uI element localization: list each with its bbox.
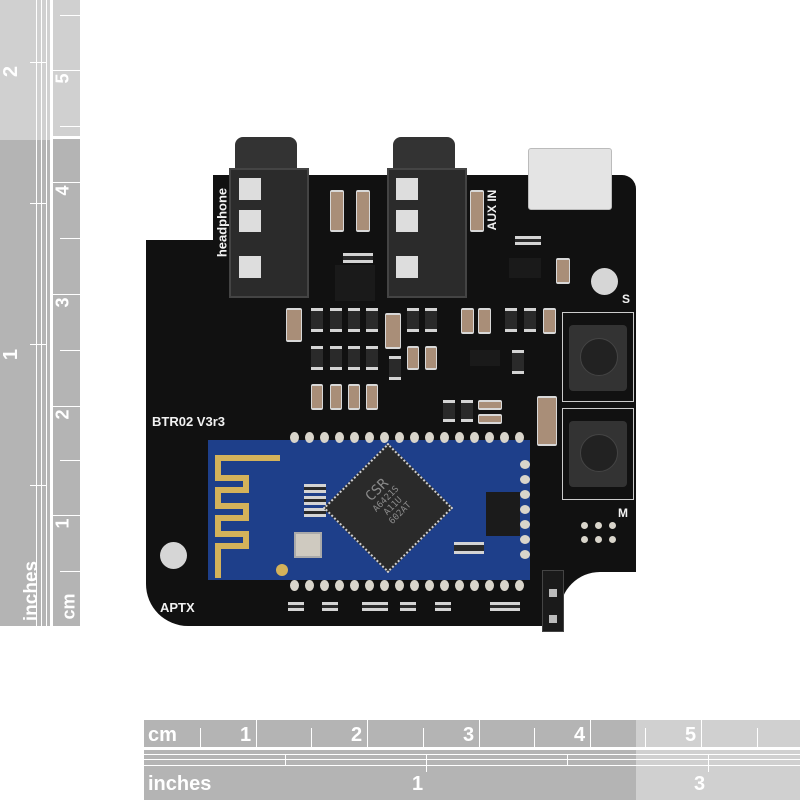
inch-number: 3: [694, 773, 706, 795]
cm-number: 5: [685, 724, 697, 746]
cm-number: 5: [52, 73, 73, 84]
inches-strip-dark: [0, 140, 36, 626]
inches-strip-light: [0, 0, 36, 140]
cm-strip-light: [636, 720, 800, 747]
antenna-icon: [215, 455, 288, 578]
cm-strip-dark: [144, 720, 636, 747]
inches-label: inches: [148, 773, 212, 795]
button-m-label: M: [618, 506, 628, 520]
inches-strip-dark: [144, 750, 636, 800]
cm-strip-dark: [53, 139, 80, 626]
cm-label: cm: [58, 593, 79, 620]
micro-usb-port[interactable]: [528, 148, 612, 210]
cm-number: 2: [351, 724, 363, 746]
cm-number: 2: [52, 409, 73, 420]
inch-number: 1: [412, 773, 424, 795]
cm-number: 3: [463, 724, 475, 746]
crystal-oscillator: [294, 532, 322, 558]
aux-in-label: AUX IN: [485, 189, 499, 231]
cm-number: 1: [240, 724, 252, 746]
cm-number: 3: [52, 297, 73, 308]
mounting-hole: [591, 268, 618, 295]
tick-strip-dark: [36, 140, 50, 626]
button-s-label: S: [622, 292, 631, 306]
model-label: BTR02 V3r3: [152, 414, 225, 429]
transistor: [470, 350, 500, 366]
cm-label: cm: [148, 724, 177, 746]
button-s[interactable]: [562, 312, 634, 402]
ic-chip: [335, 265, 375, 301]
mounting-hole: [160, 542, 187, 569]
inches-strip-light: [636, 750, 800, 800]
inch-number: 1: [0, 348, 23, 361]
transistor: [509, 258, 541, 278]
cm-number: 4: [52, 185, 73, 196]
tick-strip-light: [36, 0, 50, 140]
cm-number: 1: [52, 518, 73, 529]
button-m[interactable]: [562, 408, 634, 500]
inches-label: inches: [21, 560, 43, 622]
inch-number: 2: [0, 65, 23, 78]
cm-number: 4: [574, 724, 586, 746]
small-ic: [486, 492, 520, 536]
aptx-label: APTX: [160, 600, 195, 615]
cm-strip-light: [53, 0, 80, 136]
jumper-header: [542, 570, 564, 632]
headphone-label: headphone: [214, 187, 230, 258]
